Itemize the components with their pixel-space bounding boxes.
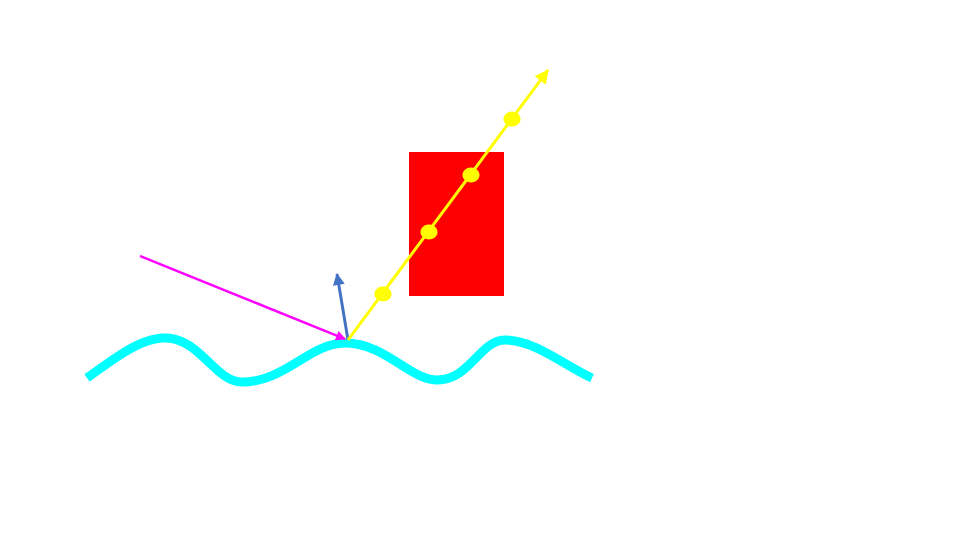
sample-points-group <box>374 111 521 302</box>
sample-point <box>374 286 392 302</box>
sample-point <box>420 224 438 240</box>
surface-normal-arrow <box>332 273 350 341</box>
surface-wave <box>84 333 594 387</box>
obstacle-block <box>409 152 504 296</box>
incident-ray <box>139 254 346 341</box>
sample-point <box>503 111 521 127</box>
sample-point <box>462 167 480 183</box>
